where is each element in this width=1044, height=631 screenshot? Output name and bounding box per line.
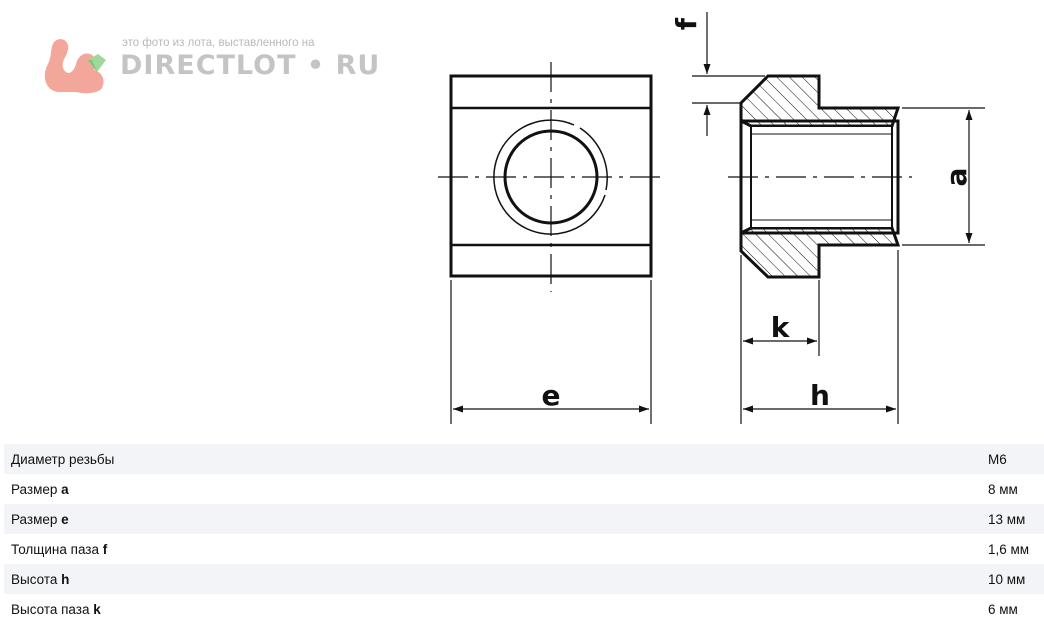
front-view (438, 62, 666, 292)
dimension-e-label: e (542, 379, 561, 412)
spec-label: Высота (11, 571, 62, 587)
thread-arc (493, 119, 606, 235)
spec-key: a (61, 481, 69, 497)
dimension-a-label: a (940, 168, 973, 187)
watermark-brand: DIRECTLOT • RU (120, 50, 381, 81)
squirrel-logo-icon (44, 39, 106, 94)
spec-row-size-e: Размер e 13 мм (4, 504, 1044, 534)
spec-row-thread-diameter: Диаметр резьбы M6 (4, 444, 1044, 474)
spec-label: Толщина паза (11, 541, 103, 557)
spec-label: Диаметр резьбы (11, 451, 115, 467)
dimension-h-label: h (810, 379, 830, 412)
spec-value: M6 (988, 451, 1007, 467)
watermark-caption: это фото из лота, выставленного на (122, 37, 315, 49)
spec-key: e (61, 511, 69, 527)
spec-row-slot-thickness-f: Толщина паза f 1,6 мм (4, 534, 1044, 564)
spec-key: k (93, 601, 101, 617)
spec-row-slot-height-k: Высота паза k 6 мм (4, 594, 1044, 624)
side-view (728, 74, 912, 279)
upper-section-hatched (739, 74, 901, 128)
dimension-k-label: k (771, 311, 791, 344)
dimensions (450, 12, 985, 424)
spec-value: 1,6 мм (988, 541, 1030, 557)
dimension-f-label: f (670, 17, 703, 30)
spec-key: h (61, 571, 70, 587)
spec-value: 10 мм (988, 571, 1026, 587)
spec-label: Высота паза (11, 601, 94, 617)
spec-key: f (102, 541, 108, 557)
watermark-logo: это фото из лота, выставленного на DIREC… (40, 34, 379, 96)
specs-table: Диаметр резьбы M6 Размер a 8 мм Размер e… (4, 444, 1044, 624)
t-nut-technical-drawing: e h k a f (438, 12, 985, 424)
spec-label: Размер (11, 511, 62, 527)
spec-label: Размер (11, 481, 62, 497)
spec-value: 6 мм (988, 601, 1018, 617)
spec-value: 13 мм (988, 511, 1026, 527)
spec-row-size-a: Размер a 8 мм (4, 474, 1044, 504)
spec-value: 8 мм (988, 481, 1018, 497)
spec-row-height-h: Высота h 10 мм (4, 564, 1044, 594)
lower-section-hatched (739, 226, 901, 279)
bore-inner (750, 125, 893, 229)
